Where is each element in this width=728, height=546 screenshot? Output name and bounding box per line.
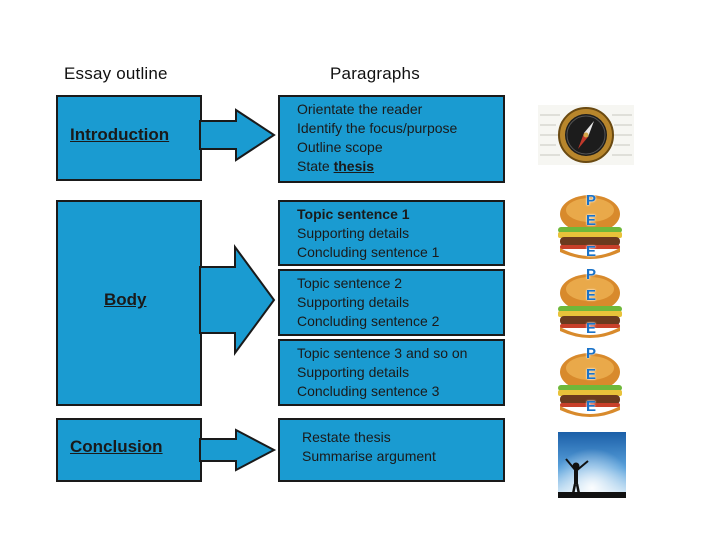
supporting-details-2: Supporting details bbox=[297, 294, 410, 310]
essay-outline-heading: Essay outline bbox=[64, 64, 168, 83]
topic-sentence-1: Topic sentence 1 bbox=[297, 206, 410, 222]
burger-letter-p-2: P bbox=[585, 266, 596, 283]
burger-letter-e-1b: E bbox=[585, 243, 596, 260]
burger-letter-e-2a: E bbox=[585, 287, 596, 304]
intro-line-4: State thesis bbox=[297, 157, 503, 176]
introduction-box bbox=[56, 95, 202, 181]
burger-letter-p-1: P bbox=[585, 192, 596, 209]
introduction-arrow bbox=[199, 108, 276, 162]
burger-icon bbox=[558, 195, 622, 259]
intro-paragraph: Orientate the reader Identify the focus/… bbox=[278, 95, 505, 183]
burger-letter-p-3: P bbox=[585, 345, 596, 362]
intro-line-2: Identify the focus/purpose bbox=[297, 120, 458, 136]
body-box bbox=[56, 200, 202, 406]
topic-sentence-2: Topic sentence 2 bbox=[297, 275, 403, 291]
body-paragraph-2: Topic sentence 2 Supporting details Conc… bbox=[278, 269, 505, 336]
sky-figure-icon bbox=[558, 432, 626, 498]
restate-thesis: Restate thesis bbox=[302, 429, 391, 445]
supporting-details-3: Supporting details bbox=[297, 364, 410, 380]
intro-line-3: Outline scope bbox=[297, 139, 383, 155]
burger-letter-e-2b: E bbox=[585, 320, 596, 337]
body-paragraph-3: Topic sentence 3 and so on Supporting de… bbox=[278, 339, 505, 406]
paragraphs-heading: Paragraphs bbox=[330, 64, 420, 83]
concluding-sentence-2: Concluding sentence 2 bbox=[297, 313, 440, 329]
body-arrow bbox=[199, 243, 276, 357]
introduction-label: Introduction bbox=[70, 125, 170, 144]
intro-line-1: Orientate the reader bbox=[297, 101, 423, 117]
body-label: Body bbox=[104, 290, 147, 309]
conclusion-arrow bbox=[199, 428, 277, 472]
intro-line-4-prefix: State bbox=[297, 158, 334, 174]
supporting-details-1: Supporting details bbox=[297, 225, 410, 241]
compass-icon bbox=[538, 105, 634, 165]
topic-sentence-3: Topic sentence 3 and so on bbox=[297, 345, 468, 361]
body-paragraph-1: Topic sentence 1 Supporting details Conc… bbox=[278, 200, 505, 266]
thesis-emphasis: thesis bbox=[333, 158, 375, 174]
concluding-sentence-1: Concluding sentence 1 bbox=[297, 244, 440, 260]
conclusion-label: Conclusion bbox=[70, 437, 163, 456]
concluding-sentence-3: Concluding sentence 3 bbox=[297, 383, 440, 399]
burger-letter-e-3a: E bbox=[585, 366, 596, 383]
burger-icon bbox=[558, 274, 622, 338]
summarise-argument: Summarise argument bbox=[302, 448, 436, 464]
burger-icon bbox=[558, 353, 622, 417]
burger-letter-e-3b: E bbox=[585, 398, 596, 415]
conclusion-box bbox=[56, 418, 202, 482]
burger-letter-e-1a: E bbox=[585, 212, 596, 229]
conclusion-paragraph: Restate thesis Summarise argument bbox=[278, 418, 505, 482]
